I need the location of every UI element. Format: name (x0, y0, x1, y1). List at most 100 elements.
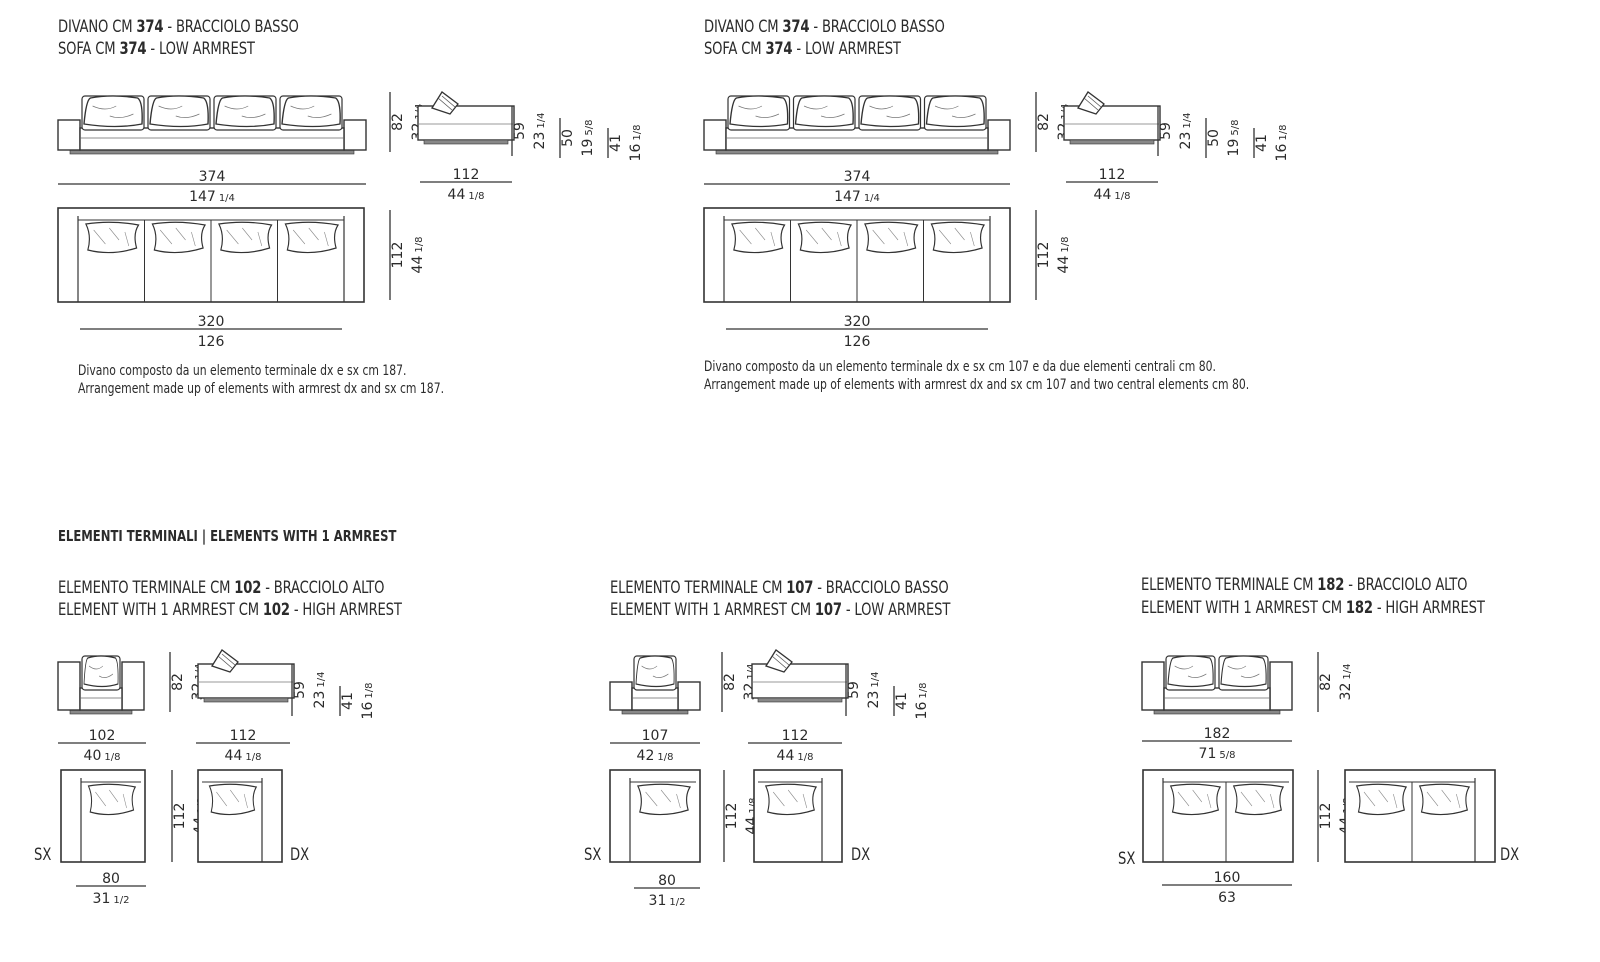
plan-pillow (1170, 783, 1221, 816)
armrest-right (1269, 661, 1293, 711)
tr-planwidth-cm-label: 320 (844, 314, 871, 330)
armrest-left (609, 681, 633, 711)
plan-pillow (284, 221, 339, 254)
seat-block (79, 687, 123, 711)
element-107-title-it: ELEMENTO TERMINALE CM 107 - BRACCIOLO BA… (610, 578, 949, 598)
dx-label-102: DX (290, 845, 310, 865)
tr-arm-cm-label: 50 (1206, 129, 1222, 147)
e107-front-cm-label: 107 (642, 728, 669, 744)
top-right-title-en: SOFA CM 374 - LOW ARMREST (704, 39, 901, 59)
pillow (149, 95, 209, 128)
plan-outline (197, 769, 283, 863)
top-left-title-en: SOFA CM 374 - LOW ARMREST (58, 39, 255, 59)
e107-side-cm-label: 112 (782, 728, 809, 744)
tl-plandepth-cm-label: 112 (390, 242, 406, 269)
armrest-left (1141, 661, 1165, 711)
sofa-side-right (1063, 91, 1161, 145)
sofa-side-left (417, 91, 515, 145)
pillow (83, 95, 143, 128)
tl-plandepth-in-label: 441/8 (410, 237, 426, 274)
tr-side-cm-label: 112 (1099, 167, 1126, 183)
element-107-front (609, 655, 701, 715)
e107-seat-in-label: 231/4 (866, 672, 882, 709)
element-182-title-en: ELEMENT WITH 1 ARMREST CM 182 - HIGH ARM… (1141, 598, 1485, 618)
sofa-front-374-right (703, 95, 1011, 155)
e102-seattop-in-label: 161/8 (360, 683, 376, 720)
drawing-marks: 82321/459231/450195/841161/83741471/4112… (57, 91, 1496, 909)
sx-label-102: SX (34, 845, 52, 865)
e102-side-cm-label: 112 (230, 728, 257, 744)
e182-front-cm-label: 182 (1204, 726, 1231, 742)
tr-height-cm-label: 82 (1036, 113, 1052, 131)
pillow (794, 95, 854, 128)
armrest-left (703, 119, 727, 151)
tl-planwidth-in-label: 126 (198, 334, 225, 350)
e182-plandepth-cm-label: 112 (1318, 803, 1334, 830)
sx-label-182: SX (1118, 849, 1136, 869)
pillow (860, 95, 920, 128)
pillow (729, 95, 789, 128)
tr-plandepth-cm-label: 112 (1036, 242, 1052, 269)
dx-label-107: DX (851, 845, 871, 865)
pillow (635, 655, 675, 688)
dx-label-182: DX (1500, 845, 1520, 865)
tl-height-cm-label: 82 (390, 113, 406, 131)
plan-pillow (1233, 783, 1284, 816)
e102-front-cm-label: 102 (89, 728, 116, 744)
armrest-left (57, 119, 81, 151)
top-right-title-it: DIVANO CM 374 - BRACCIOLO BASSO (704, 17, 945, 37)
top-left-title-it: DIVANO CM 374 - BRACCIOLO BASSO (58, 17, 299, 37)
element-102-title-it: ELEMENTO TERMINALE CM 102 - BRACCIOLO AL… (58, 578, 385, 598)
element-102-title-en: ELEMENT WITH 1 ARMREST CM 102 - HIGH ARM… (58, 600, 402, 620)
e107-seat-cm-label: 59 (846, 681, 862, 699)
plan-pillow (87, 783, 136, 816)
tr-planwidth-in-label: 126 (844, 334, 871, 350)
tl-side-cm-label: 112 (453, 167, 480, 183)
armrest-right (677, 681, 701, 711)
plan-pillow (1419, 783, 1470, 816)
element-102-side (197, 649, 295, 703)
sofa-plan-left (57, 207, 365, 303)
tl-seat-cm-label: 59 (512, 122, 528, 140)
plan-pillow (637, 783, 691, 816)
pillow (281, 95, 341, 128)
sofa-plan-right (703, 207, 1011, 303)
plan-pillow (765, 783, 817, 816)
armrest-right (987, 119, 1011, 151)
plan-pillow (151, 221, 206, 254)
e107-seattop-in-label: 161/8 (914, 683, 930, 720)
armrest-left (57, 661, 81, 711)
tl-front-cm-label: 374 (199, 169, 226, 185)
tl-arm-in-label: 195/8 (580, 120, 596, 157)
section-heading: ELEMENTI TERMINALI | ELEMENTS WITH 1 ARM… (58, 527, 397, 545)
e102-planwidth-cm-label: 80 (102, 871, 120, 887)
tr-arm-in-label: 195/8 (1226, 120, 1242, 157)
top-left-note-it: Divano composto da un elemento terminale… (78, 363, 407, 379)
tl-seattop-in-label: 161/8 (628, 125, 644, 162)
armrest-right (343, 119, 367, 151)
tl-seat-in-label: 231/4 (532, 113, 548, 150)
element-107-plan-dx (753, 769, 843, 863)
tr-seattop-cm-label: 41 (1254, 134, 1270, 152)
e107-plandepth-cm-label: 112 (724, 803, 740, 830)
seat-block (725, 127, 989, 151)
element-182-plan-sx (1142, 769, 1294, 863)
e102-seat-in-label: 231/4 (312, 672, 328, 709)
element-107-title-en: ELEMENT WITH 1 ARMREST CM 107 - LOW ARMR… (610, 600, 951, 620)
tl-arm-cm-label: 50 (560, 129, 576, 147)
pillow (925, 95, 985, 128)
plan-outline (1344, 769, 1496, 863)
top-left-note-en: Arrangement made up of elements with arm… (78, 381, 445, 397)
e102-plandepth-cm-label: 112 (172, 803, 188, 830)
e182-height-cm-label: 82 (1318, 673, 1334, 691)
